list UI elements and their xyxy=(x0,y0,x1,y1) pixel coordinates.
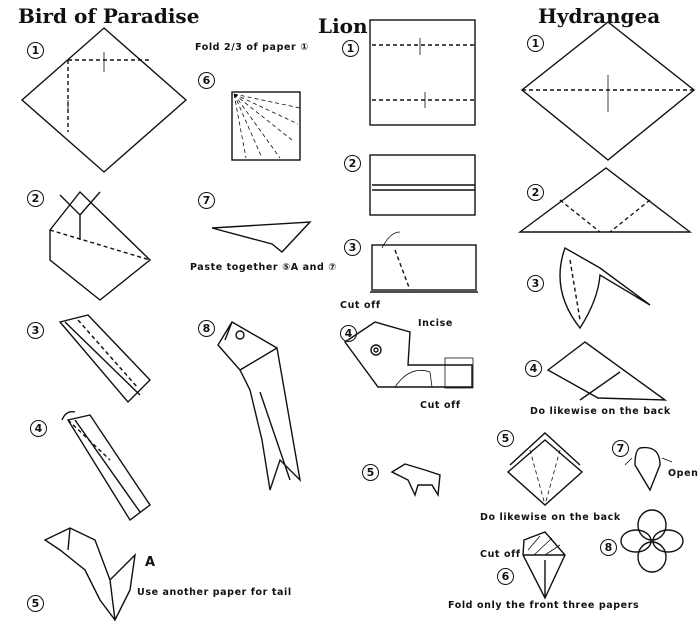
step-number: 3 xyxy=(27,322,44,339)
step-number: 2 xyxy=(527,184,544,201)
step-number: 8 xyxy=(600,539,617,556)
cut-off-note: Cut off xyxy=(480,549,521,560)
bird-step4-diagram xyxy=(61,410,151,522)
step-number: 4 xyxy=(30,420,47,437)
bird-step1-diagram xyxy=(20,27,188,173)
step-number: 5 xyxy=(362,464,379,481)
open-note: Open xyxy=(668,468,699,479)
cut-off-note: Cut off xyxy=(340,300,381,311)
tail-note: Use another paper for tail xyxy=(137,587,292,598)
hydrangea-step7-diagram xyxy=(624,446,673,492)
step-number: 4 xyxy=(340,325,357,342)
step-number: 3 xyxy=(527,275,544,292)
bird-step3-diagram xyxy=(58,314,151,404)
hydrangea-step2-diagram xyxy=(517,167,693,233)
bird-step2-diagram xyxy=(49,190,152,301)
hydrangea-step5-diagram xyxy=(506,432,584,506)
lion-step4-diagram xyxy=(344,321,474,389)
hydrangea-step8-diagram xyxy=(620,509,684,573)
lion-step2-diagram xyxy=(369,154,476,216)
cut-off-note: Cut off xyxy=(420,400,461,411)
step-number: 2 xyxy=(344,155,361,172)
bird-step7-diagram xyxy=(211,221,312,253)
label-a: A xyxy=(145,555,156,570)
hydrangea-title: Hydrangea xyxy=(538,4,661,28)
hydrangea-step1-diagram xyxy=(520,21,696,161)
hydrangea-step3-diagram xyxy=(559,246,651,330)
bird-of-paradise-title: Bird of Paradise xyxy=(18,4,200,28)
lion-step1-diagram xyxy=(369,19,476,126)
step-number: 8 xyxy=(198,320,215,337)
step-number: 7 xyxy=(198,192,215,209)
lion-step5-diagram xyxy=(390,463,441,498)
step-number: 1 xyxy=(527,35,544,52)
front-papers-note: Fold only the front three papers xyxy=(448,600,640,611)
step-number: 1 xyxy=(342,40,359,57)
step-number: 2 xyxy=(27,190,44,207)
hydrangea-step6-diagram xyxy=(522,531,566,600)
step-number: 7 xyxy=(612,440,629,457)
step-number: 1 xyxy=(27,42,44,59)
paste-note: Paste together ⑤A and ⑦ xyxy=(190,262,337,273)
step-number: 5 xyxy=(497,430,514,447)
bird-step6-diagram xyxy=(231,91,301,161)
lion-step3-diagram xyxy=(370,231,478,293)
step-number: 6 xyxy=(198,72,215,89)
fold-note: Fold 2/3 of paper ① xyxy=(195,42,309,53)
bird-step5-diagram xyxy=(43,527,136,622)
step-number: 6 xyxy=(497,568,514,585)
step-number: 4 xyxy=(525,360,542,377)
likewise-note: Do likewise on the back xyxy=(480,512,621,523)
incise-note: Incise xyxy=(418,318,453,329)
step-number: 5 xyxy=(27,595,44,612)
lion-title: Lion xyxy=(318,14,368,38)
bird-step8-diagram xyxy=(217,321,302,491)
hydrangea-step4-diagram xyxy=(546,341,668,401)
likewise-note: Do likewise on the back xyxy=(530,406,671,417)
step-number: 3 xyxy=(344,239,361,256)
